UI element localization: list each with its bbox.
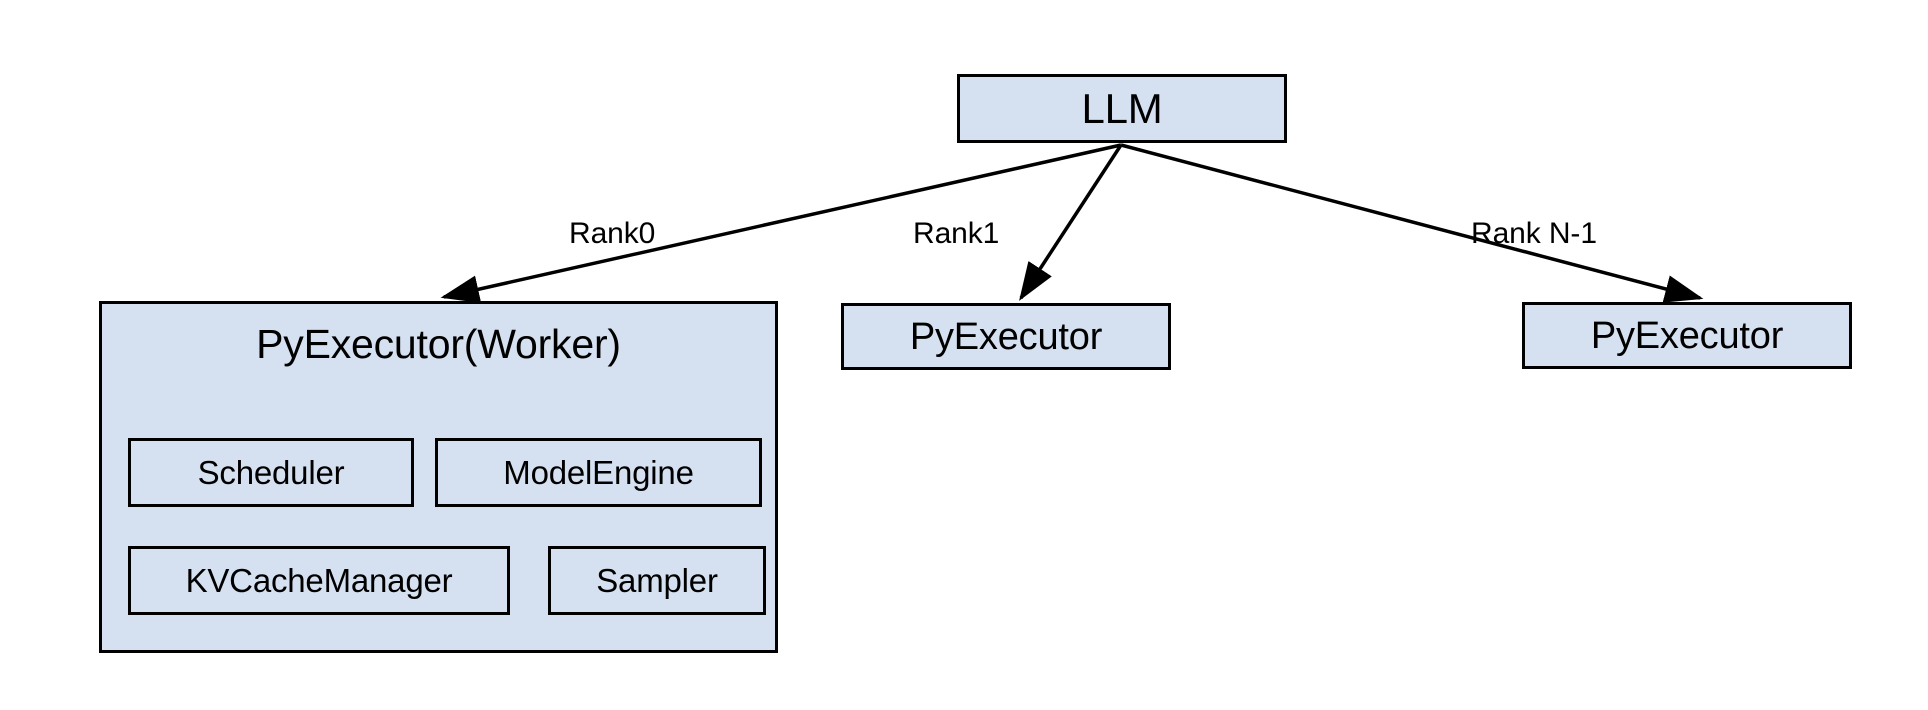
edge-label-rank1: Rank1 <box>913 217 1000 250</box>
node-llm[interactable]: LLM <box>957 74 1287 143</box>
node-llm-label: LLM <box>1081 84 1163 132</box>
node-kv-cache-manager-label: KVCacheManager <box>185 562 453 599</box>
node-pyexecutor-worker-title: PyExecutor(Worker) <box>256 321 621 367</box>
node-scheduler[interactable]: Scheduler <box>128 438 414 507</box>
edge-rank0 <box>440 143 1122 303</box>
node-pyexecutor-rank-n-1-label: PyExecutor <box>1590 314 1784 357</box>
node-model-engine[interactable]: ModelEngine <box>435 438 762 507</box>
node-model-engine-label: ModelEngine <box>503 454 694 491</box>
node-pyexecutor-rank1-label: PyExecutor <box>909 315 1103 358</box>
node-kv-cache-manager[interactable]: KVCacheManager <box>128 546 510 615</box>
edge-label-rank0: Rank0 <box>569 217 656 250</box>
node-sampler[interactable]: Sampler <box>548 546 766 615</box>
node-scheduler-label: Scheduler <box>197 454 345 491</box>
edge-label-rank-n-1: Rank N-1 <box>1471 217 1597 250</box>
node-pyexecutor-rank1[interactable]: PyExecutor <box>841 303 1171 370</box>
node-sampler-label: Sampler <box>596 562 718 599</box>
edge-rank-n-1 <box>1120 143 1704 303</box>
node-pyexecutor-rank-n-1[interactable]: PyExecutor <box>1522 302 1852 369</box>
node-pyexecutor-worker[interactable]: PyExecutor(Worker) Scheduler ModelEngine… <box>99 301 778 653</box>
edge-rank1 <box>1019 144 1123 301</box>
